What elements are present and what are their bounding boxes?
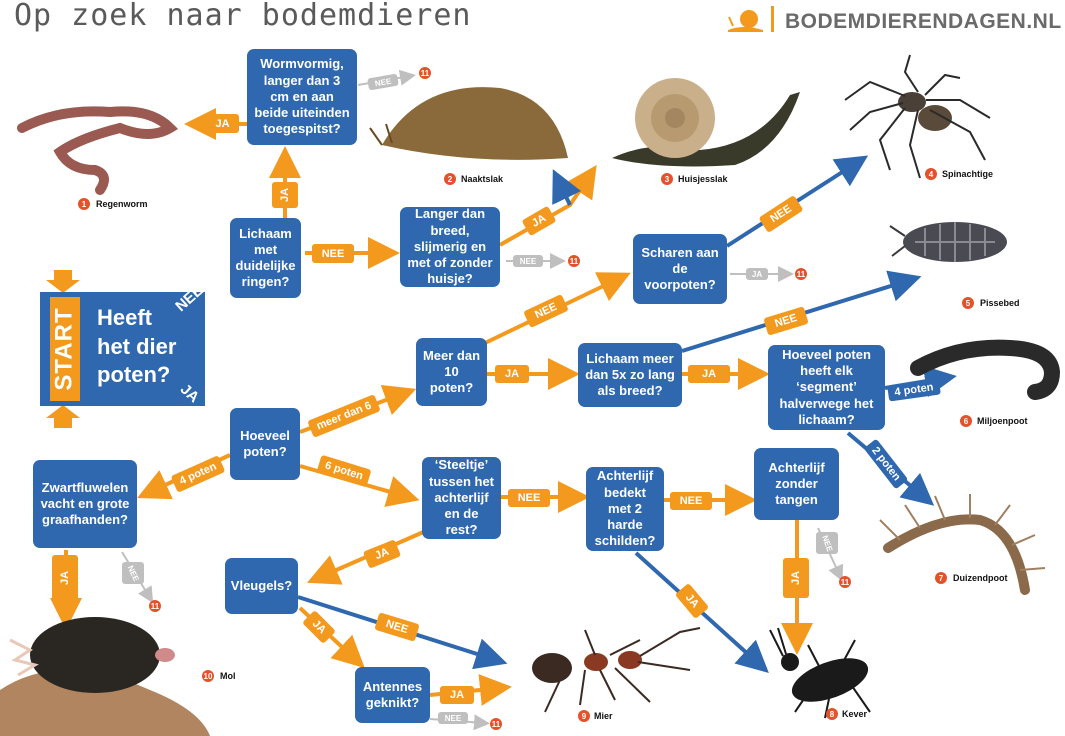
- question-lang-als-breed: Lichaam meer dan 5x zo lang als breed?: [578, 343, 682, 407]
- animal-number-regenworm: 1: [78, 198, 90, 210]
- question-vleugels: Vleugels?: [225, 558, 298, 614]
- brand-divider: [771, 6, 774, 32]
- question-zonder-tangen: Achterlijf zonder tangen: [754, 448, 839, 520]
- start-label: START: [50, 297, 80, 401]
- animal-name-duizendpoot: Duizendpoot: [953, 573, 1008, 583]
- page-title: Op zoek naar bodemdieren: [14, 0, 472, 33]
- badge-11: 11: [795, 268, 807, 280]
- edge-nee-steeltje: NEE: [508, 489, 550, 507]
- naaktslak-illustration: [369, 87, 568, 160]
- mier-illustration: [532, 627, 701, 713]
- animal-number-mier: 9: [578, 710, 590, 722]
- edge-ja-regenworm: JA: [206, 114, 239, 133]
- spinachtige-illustration: [844, 54, 991, 179]
- question-segment: Hoeveel poten heeft elk ‘segment’ halver…: [768, 345, 885, 430]
- question-antennes: Antennes geknikt?: [355, 667, 430, 723]
- mol-illustration: [0, 617, 210, 736]
- edge-nee-mol-other: NEE: [122, 562, 144, 584]
- animal-number-kever: 8: [826, 708, 838, 720]
- duizendpoot-illustration: [879, 494, 1046, 595]
- edge-nee-schilden: NEE: [670, 492, 712, 510]
- animal-number-mol: 10: [202, 670, 214, 682]
- edge-nee-slijmerig-other: NEE: [513, 255, 543, 267]
- animal-name-pissebed: Pissebed: [980, 298, 1020, 308]
- badge-11: 11: [568, 255, 580, 267]
- animal-number-huisjesslak: 3: [661, 173, 673, 185]
- huisjesslak-illustration: [612, 78, 800, 167]
- animal-name-miljoenpoot: Miljoenpoot: [977, 416, 1028, 426]
- animal-name-naaktslak: Naaktslak: [461, 174, 504, 184]
- question-wormvormig: Wormvormig, langer dan 3 cm en aan beide…: [247, 49, 357, 145]
- start-arrows: [46, 270, 80, 428]
- edge-ja-scharen-other: JA: [746, 268, 768, 280]
- question-harde-schilden: Achterlijf bedekt met 2 harde schilden?: [586, 467, 664, 551]
- regenworm-illustration: [17, 106, 179, 195]
- badge-11: 11: [149, 600, 161, 612]
- animal-number-pissebed: 5: [962, 297, 974, 309]
- snail-logo-icon: [728, 10, 763, 32]
- badge-11: 11: [419, 67, 431, 79]
- edge-nee-tangen-other: NEE: [816, 532, 838, 554]
- animal-name-mier: Mier: [594, 711, 613, 721]
- question-steeltje: ‘Steeltje’ tussen het achterlijf en de r…: [422, 457, 501, 539]
- animal-name-kever: Kever: [842, 709, 868, 719]
- edge-ja-wormvormig: JA: [272, 182, 298, 208]
- animal-name-huisjesslak: Huisjesslak: [678, 174, 728, 184]
- question-zwartfluwelen: Zwartfluwelen vacht en grote graafhanden…: [33, 460, 137, 548]
- start-question: Heeft het dier poten?: [97, 305, 177, 388]
- edge-ja-mol: JA: [52, 555, 78, 601]
- edge-ja-meer-dan-10: JA: [495, 365, 529, 383]
- question-meer-dan-10: Meer dan 10 poten?: [416, 338, 487, 406]
- question-slijmerig: Langer dan breed, slijmerig en met of zo…: [400, 206, 500, 287]
- badge-11: 11: [490, 718, 502, 730]
- animal-number-naaktslak: 2: [444, 173, 456, 185]
- question-hoeveel-poten: Hoeveel poten?: [230, 408, 300, 480]
- badge-11: 11: [839, 576, 851, 588]
- animal-name-spinachtige: Spinachtige: [942, 169, 994, 179]
- edge-nee-ringen: NEE: [312, 244, 354, 263]
- animal-number-spinachtige: 4: [925, 168, 937, 180]
- edge-nee-antennes-other: NEE: [438, 712, 468, 724]
- animal-number-duizendpoot: 7: [935, 572, 947, 584]
- animal-name-regenworm: Regenworm: [96, 199, 148, 209]
- animal-name-mol: Mol: [220, 671, 236, 681]
- edge-ja-antennes: JA: [440, 686, 474, 704]
- animal-number-miljoenpoot: 6: [960, 415, 972, 427]
- edge-ja-lang: JA: [688, 365, 730, 383]
- question-ringen: Lichaam met duidelijke ringen?: [230, 218, 301, 298]
- kever-illustration: [769, 627, 871, 719]
- brand-name: BODEMDIERENDAGEN.NL: [785, 10, 1062, 33]
- edge-ja-zonder-tangen: JA: [783, 558, 809, 598]
- pissebed-illustration: [889, 222, 1007, 262]
- question-scharen: Scharen aan de voorpoten?: [633, 234, 727, 304]
- miljoenpoot-illustration: [910, 339, 1061, 400]
